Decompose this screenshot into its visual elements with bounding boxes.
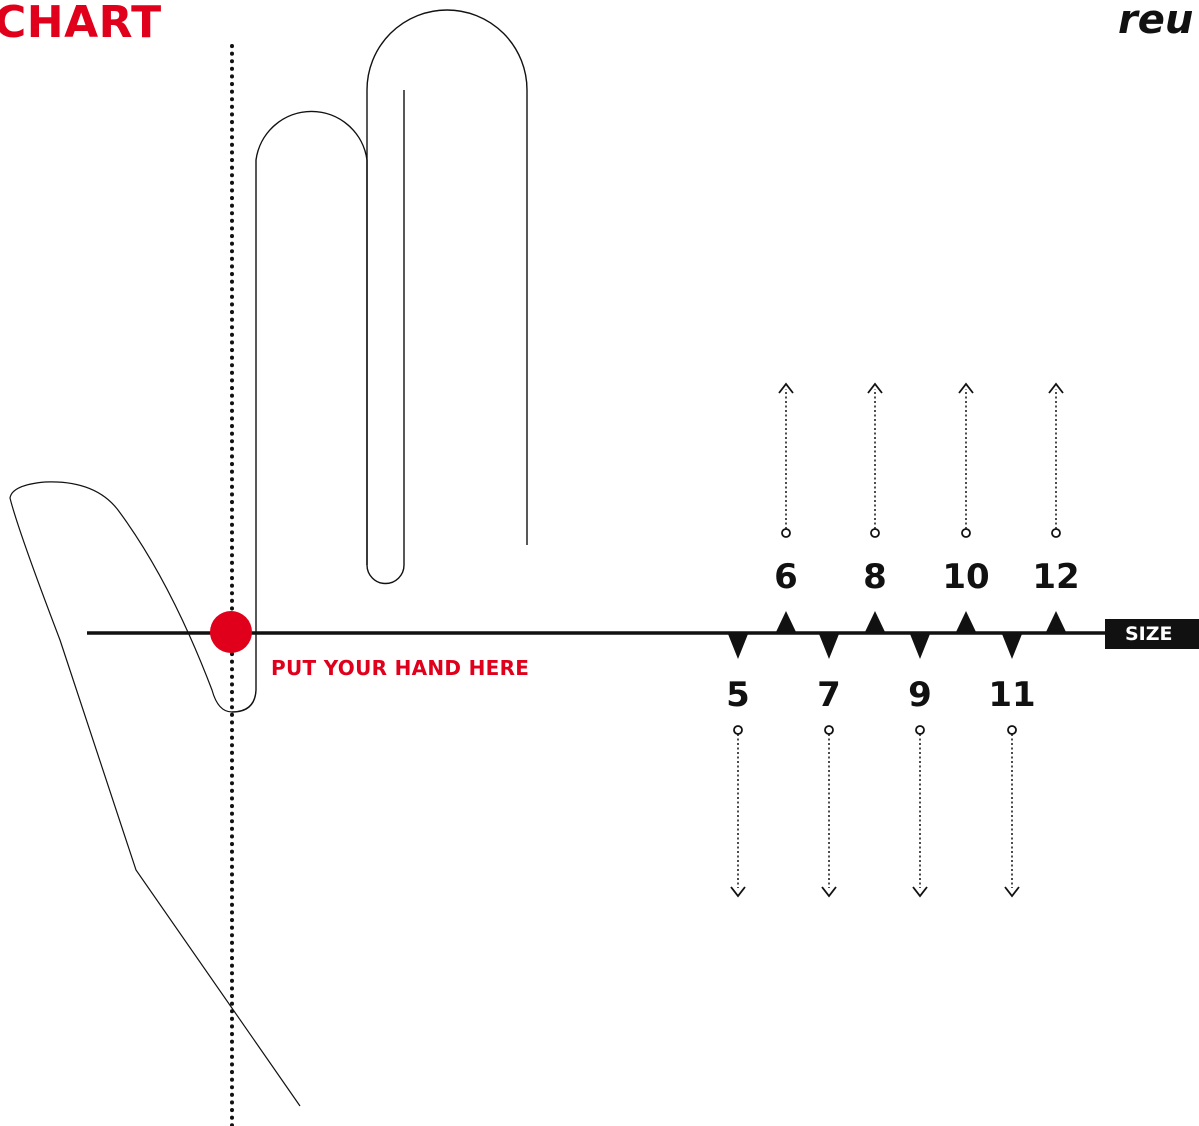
size-guide-origin-10: [961, 528, 971, 538]
size-marker-11: [1002, 634, 1022, 659]
size-marker-7: [819, 634, 839, 659]
size-axis-badge: SIZE: [1105, 619, 1199, 649]
lower-size-markers: 5 7 9 11: [726, 634, 1036, 898]
size-label-9: 9: [908, 675, 932, 715]
hand-placement-instruction: PUT YOUR HAND HERE: [271, 656, 530, 680]
size-guide-origin-8: [870, 528, 880, 538]
size-guide-origin-12: [1051, 528, 1061, 538]
size-marker-10: [956, 611, 976, 632]
size-label-11: 11: [988, 675, 1035, 715]
size-label-12: 12: [1032, 557, 1079, 597]
arrow-down-icon: [1004, 886, 1020, 898]
arrow-up-icon: [1048, 382, 1064, 394]
size-marker-8: [865, 611, 885, 632]
size-label-6: 6: [774, 557, 798, 597]
arrow-down-icon: [730, 886, 746, 898]
size-guide-origin-7: [824, 725, 834, 735]
size-guide-origin-9: [915, 725, 925, 735]
size-marker-12: [1046, 611, 1066, 632]
arrow-up-icon: [867, 382, 883, 394]
size-marker-6: [776, 611, 796, 632]
size-marker-9: [910, 634, 930, 659]
upper-size-markers: 6 8 10 12: [774, 382, 1080, 632]
ring-finger-outline: [231, 90, 405, 713]
page-title: CHART: [0, 0, 162, 48]
hand-position-dot: [210, 611, 252, 653]
middle-finger-outline: [366, 9, 528, 565]
arrow-down-icon: [821, 886, 837, 898]
size-guide-origin-11: [1007, 725, 1017, 735]
size-label-8: 8: [863, 557, 887, 597]
arrow-down-icon: [912, 886, 928, 898]
brand-logo: reu: [1118, 0, 1194, 43]
size-marker-5: [728, 634, 748, 659]
thumb-outline: [9, 481, 301, 1107]
size-guide-origin-6: [781, 528, 791, 538]
arrow-up-icon: [778, 382, 794, 394]
size-label-5: 5: [726, 675, 750, 715]
size-label-10: 10: [942, 557, 989, 597]
size-guide-origin-5: [733, 725, 743, 735]
arrow-up-icon: [958, 382, 974, 394]
size-label-7: 7: [817, 675, 841, 715]
